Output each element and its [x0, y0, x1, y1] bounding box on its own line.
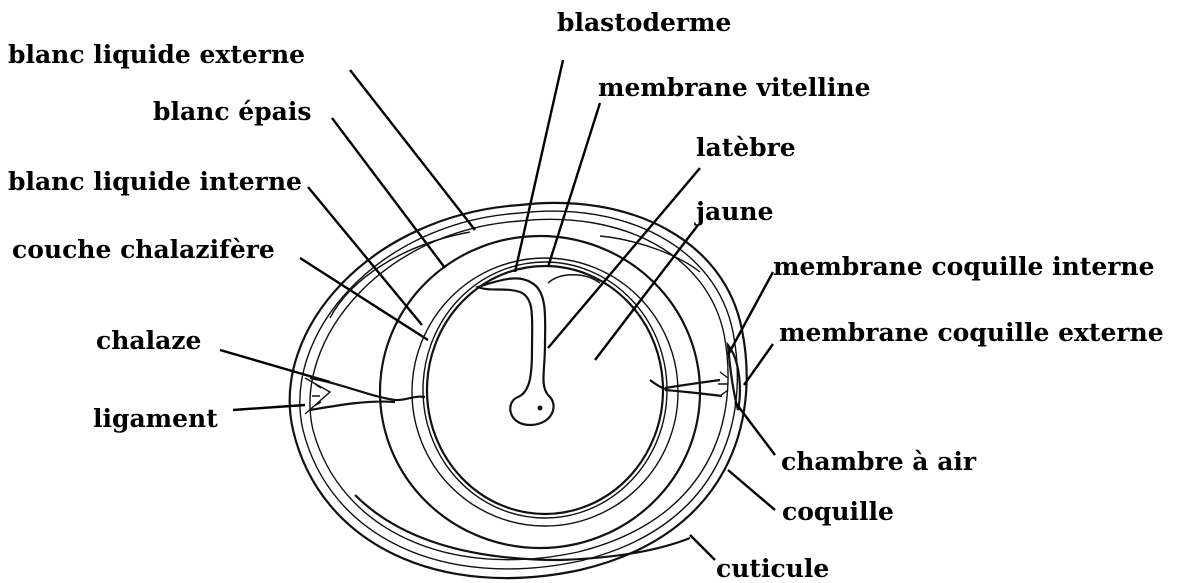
- label-ligament: ligament: [93, 404, 218, 433]
- latebra: [478, 278, 554, 425]
- label-blanc-liquide-interne: blanc liquide interne: [8, 167, 302, 196]
- label-jaune: jaune: [694, 197, 774, 226]
- label-cuticule: cuticule: [716, 554, 829, 583]
- label-membrane-vitelline: membrane vitelline: [598, 73, 871, 102]
- leader-coquille: [728, 470, 775, 510]
- chalaza-right: [650, 380, 722, 396]
- label-membrane-coquille-interne: membrane coquille interne: [773, 252, 1154, 281]
- leader-blanc-liquide-externe: [350, 70, 475, 230]
- label-membrane-coquille-externe: membrane coquille externe: [779, 318, 1164, 347]
- leader-cuticule: [690, 535, 715, 560]
- ligament-right: [718, 372, 728, 396]
- label-blanc-liquide-externe: blanc liquide externe: [8, 40, 305, 69]
- latebra-dot: [538, 406, 543, 411]
- leader-membrane-coquille-interne: [728, 272, 773, 355]
- label-coquille: coquille: [782, 497, 894, 526]
- label-couche-chalazifere: couche chalazifère: [12, 235, 275, 264]
- leader-ligament: [233, 405, 305, 410]
- label-latebre: latèbre: [696, 133, 796, 162]
- label-blanc-epais: blanc épais: [153, 97, 311, 126]
- label-chalaze: chalaze: [96, 326, 201, 355]
- label-blastoderme: blastoderme: [557, 8, 731, 37]
- label-chambre-a-air: chambre à air: [781, 447, 977, 476]
- leader-chalaze: [220, 350, 330, 382]
- air-cell: [728, 345, 740, 410]
- leader-couche-chalazifere: [300, 258, 428, 340]
- leader-membrane-coquille-externe: [744, 344, 773, 385]
- leader-membrane-vitelline: [548, 103, 600, 267]
- labels: blastoderme blanc liquide externe membra…: [8, 8, 1164, 583]
